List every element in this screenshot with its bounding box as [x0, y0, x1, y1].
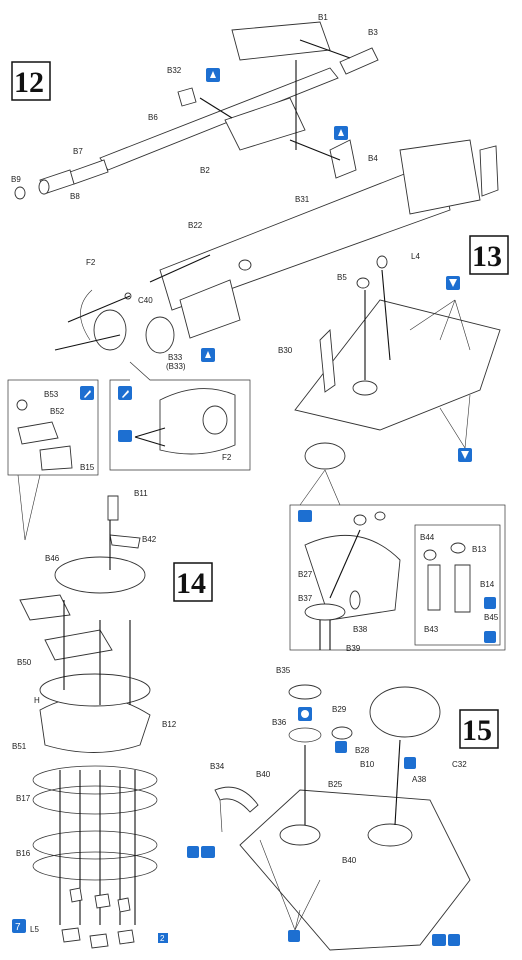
label-B22: B22 [188, 221, 203, 230]
hull-plate [294, 255, 501, 470]
step-12-box [11, 61, 51, 101]
brush-icon [118, 386, 132, 400]
label-C40: C40 [138, 296, 153, 305]
label-B27: B27 [298, 570, 313, 579]
page-ref-number: 2 [160, 934, 165, 943]
label-B30: B30 [278, 346, 293, 355]
label-B9: B9 [11, 175, 21, 184]
label-B35: B35 [276, 666, 291, 675]
step-15: 15 B35 B36 B29 B28 B34 B40 B25 B10 A38 C… [187, 666, 499, 951]
step-14-number: 14 [176, 567, 206, 600]
label-B33-alt: (B33) [166, 362, 186, 371]
label-B32: B32 [167, 66, 182, 75]
cement-icon [206, 68, 220, 82]
label-B39: B39 [346, 644, 361, 653]
label-B40-lower: B40 [342, 856, 357, 865]
label-A38: A38 [412, 775, 427, 784]
gun-barrel-lower [54, 139, 499, 354]
label-B51: B51 [12, 742, 27, 751]
label-B52: B52 [50, 407, 65, 416]
drill-hole-icon [446, 276, 460, 290]
brush-icon [118, 430, 132, 442]
label-C32: C32 [452, 760, 467, 769]
step-12-number: 12 [14, 66, 44, 99]
choice-count: 7 [15, 922, 21, 933]
cement-icon [484, 597, 496, 609]
label-B42: B42 [142, 535, 157, 544]
step-14-detail-panel [7, 379, 99, 541]
label-B31: B31 [295, 195, 310, 204]
label-B34: B34 [210, 762, 225, 771]
label-B14: B14 [480, 580, 495, 589]
label-F2-detail: F2 [222, 453, 232, 462]
label-B36: B36 [272, 718, 287, 727]
label-H: H [34, 696, 40, 705]
cement-icon [335, 741, 347, 753]
upper-hull [214, 684, 471, 951]
label-B2: B2 [200, 166, 210, 175]
label-B28: B28 [355, 746, 370, 755]
step-13-box [469, 235, 509, 275]
label-B45: B45 [484, 613, 499, 622]
cement-icon [288, 930, 300, 942]
step-15-number: 15 [462, 714, 492, 747]
label-L4: L4 [411, 252, 420, 261]
brush-icon [432, 934, 446, 946]
step-14-box [173, 562, 213, 602]
step-13-detail-panel [289, 469, 506, 651]
choice-icon: 7 [12, 919, 26, 933]
label-B46: B46 [45, 554, 60, 563]
label-B15: B15 [80, 463, 95, 472]
label-B1: B1 [318, 13, 328, 22]
cement-icon [334, 126, 348, 140]
page-ref-icon: 2 [158, 933, 168, 943]
label-B37: B37 [298, 594, 313, 603]
label-B25: B25 [328, 780, 343, 789]
label-B11: B11 [134, 489, 148, 498]
label-B43: B43 [424, 625, 439, 634]
label-B7: B7 [73, 147, 83, 156]
turret-ring-assembly [19, 495, 158, 949]
label-B33: B33 [168, 353, 183, 362]
label-F2: F2 [86, 258, 96, 267]
step-15-box [459, 709, 499, 749]
label-B53: B53 [44, 390, 59, 399]
f2-detail-panel: F2 [109, 361, 251, 471]
cement-icon [298, 707, 312, 721]
cement-icon [187, 846, 199, 858]
label-B40: B40 [256, 770, 271, 779]
label-B38: B38 [353, 625, 368, 634]
step-13-number: 13 [472, 240, 502, 273]
label-B13: B13 [472, 545, 487, 554]
brush-icon [201, 846, 215, 858]
brush-icon [80, 386, 94, 400]
step-12: 12 [11, 13, 499, 471]
label-B17: B17 [16, 794, 31, 803]
brush-icon [298, 510, 312, 522]
label-B50: B50 [17, 658, 32, 667]
step-14: 14 B53 B52 B15 [7, 379, 213, 949]
label-B5: B5 [337, 273, 347, 282]
drill-hole-icon [458, 448, 472, 462]
cement-icon [448, 934, 460, 946]
label-B16: B16 [16, 849, 31, 858]
label-B4: B4 [368, 154, 378, 163]
label-L5: L5 [30, 925, 39, 934]
label-B3: B3 [368, 28, 378, 37]
brush-icon [484, 631, 496, 643]
label-B29: B29 [332, 705, 347, 714]
step-13: 13 L4 B5 B30 [278, 235, 509, 653]
gun-barrel-upper [14, 21, 379, 200]
cement-icon [201, 348, 215, 362]
label-B8: B8 [70, 192, 80, 201]
label-B10: B10 [360, 760, 375, 769]
label-B44: B44 [420, 533, 435, 542]
cement-icon [404, 757, 416, 769]
label-B6: B6 [148, 113, 158, 122]
label-B12: B12 [162, 720, 177, 729]
